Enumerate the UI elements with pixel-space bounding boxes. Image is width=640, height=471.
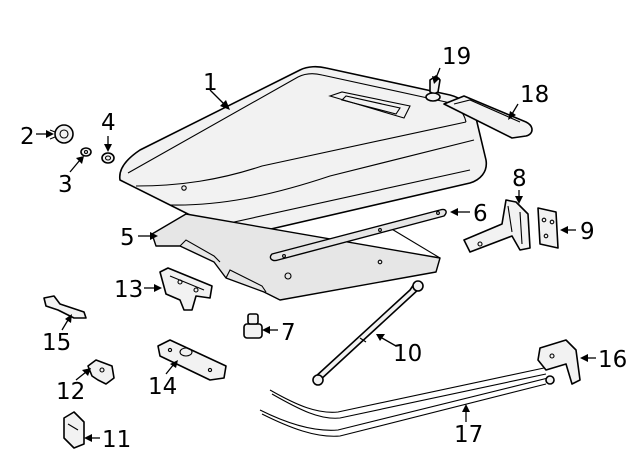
callout-15: 15 (42, 330, 71, 356)
callout-4: 4 (101, 110, 116, 136)
hood-seal[interactable] (269, 208, 447, 262)
callout-7: 7 (281, 320, 296, 346)
callout-17: 17 (454, 422, 483, 448)
secondary-latch[interactable] (537, 339, 581, 385)
callout-9: 9 (580, 219, 595, 245)
bumper-cushion[interactable] (243, 313, 263, 339)
scoop-insert[interactable] (443, 95, 533, 139)
hood-hinge[interactable] (463, 199, 531, 253)
release-bracket[interactable] (43, 295, 87, 319)
callout-10: 10 (393, 341, 422, 367)
callout-3: 3 (58, 172, 73, 198)
callout-6: 6 (473, 201, 488, 227)
callout-16: 16 (598, 347, 627, 373)
callout-12: 12 (56, 379, 85, 405)
hood-striker[interactable] (157, 339, 227, 381)
callout-1: 1 (203, 70, 218, 96)
callout-19: 19 (442, 44, 471, 70)
nut[interactable] (80, 147, 92, 157)
callout-11: 11 (102, 427, 131, 453)
support-strut[interactable] (312, 280, 424, 386)
leader-lines (36, 67, 596, 442)
callout-labels: 1 2 3 4 5 6 7 8 9 10 11 12 13 14 15 16 1… (20, 44, 627, 453)
cable-clip[interactable] (87, 359, 115, 385)
hood-bumper[interactable] (49, 124, 74, 144)
callout-5: 5 (120, 225, 135, 251)
washer[interactable] (101, 152, 115, 164)
callout-8: 8 (512, 166, 527, 192)
callout-13: 13 (114, 277, 143, 303)
release-cable[interactable] (259, 367, 555, 437)
callout-14: 14 (148, 374, 177, 400)
release-handle[interactable] (63, 411, 85, 449)
insulator-pad[interactable] (151, 213, 441, 301)
retaining-clip[interactable] (425, 75, 441, 102)
callout-2: 2 (20, 124, 35, 150)
callout-18: 18 (520, 82, 549, 108)
hinge-plate[interactable] (537, 207, 559, 249)
hood-latch[interactable] (159, 267, 213, 311)
